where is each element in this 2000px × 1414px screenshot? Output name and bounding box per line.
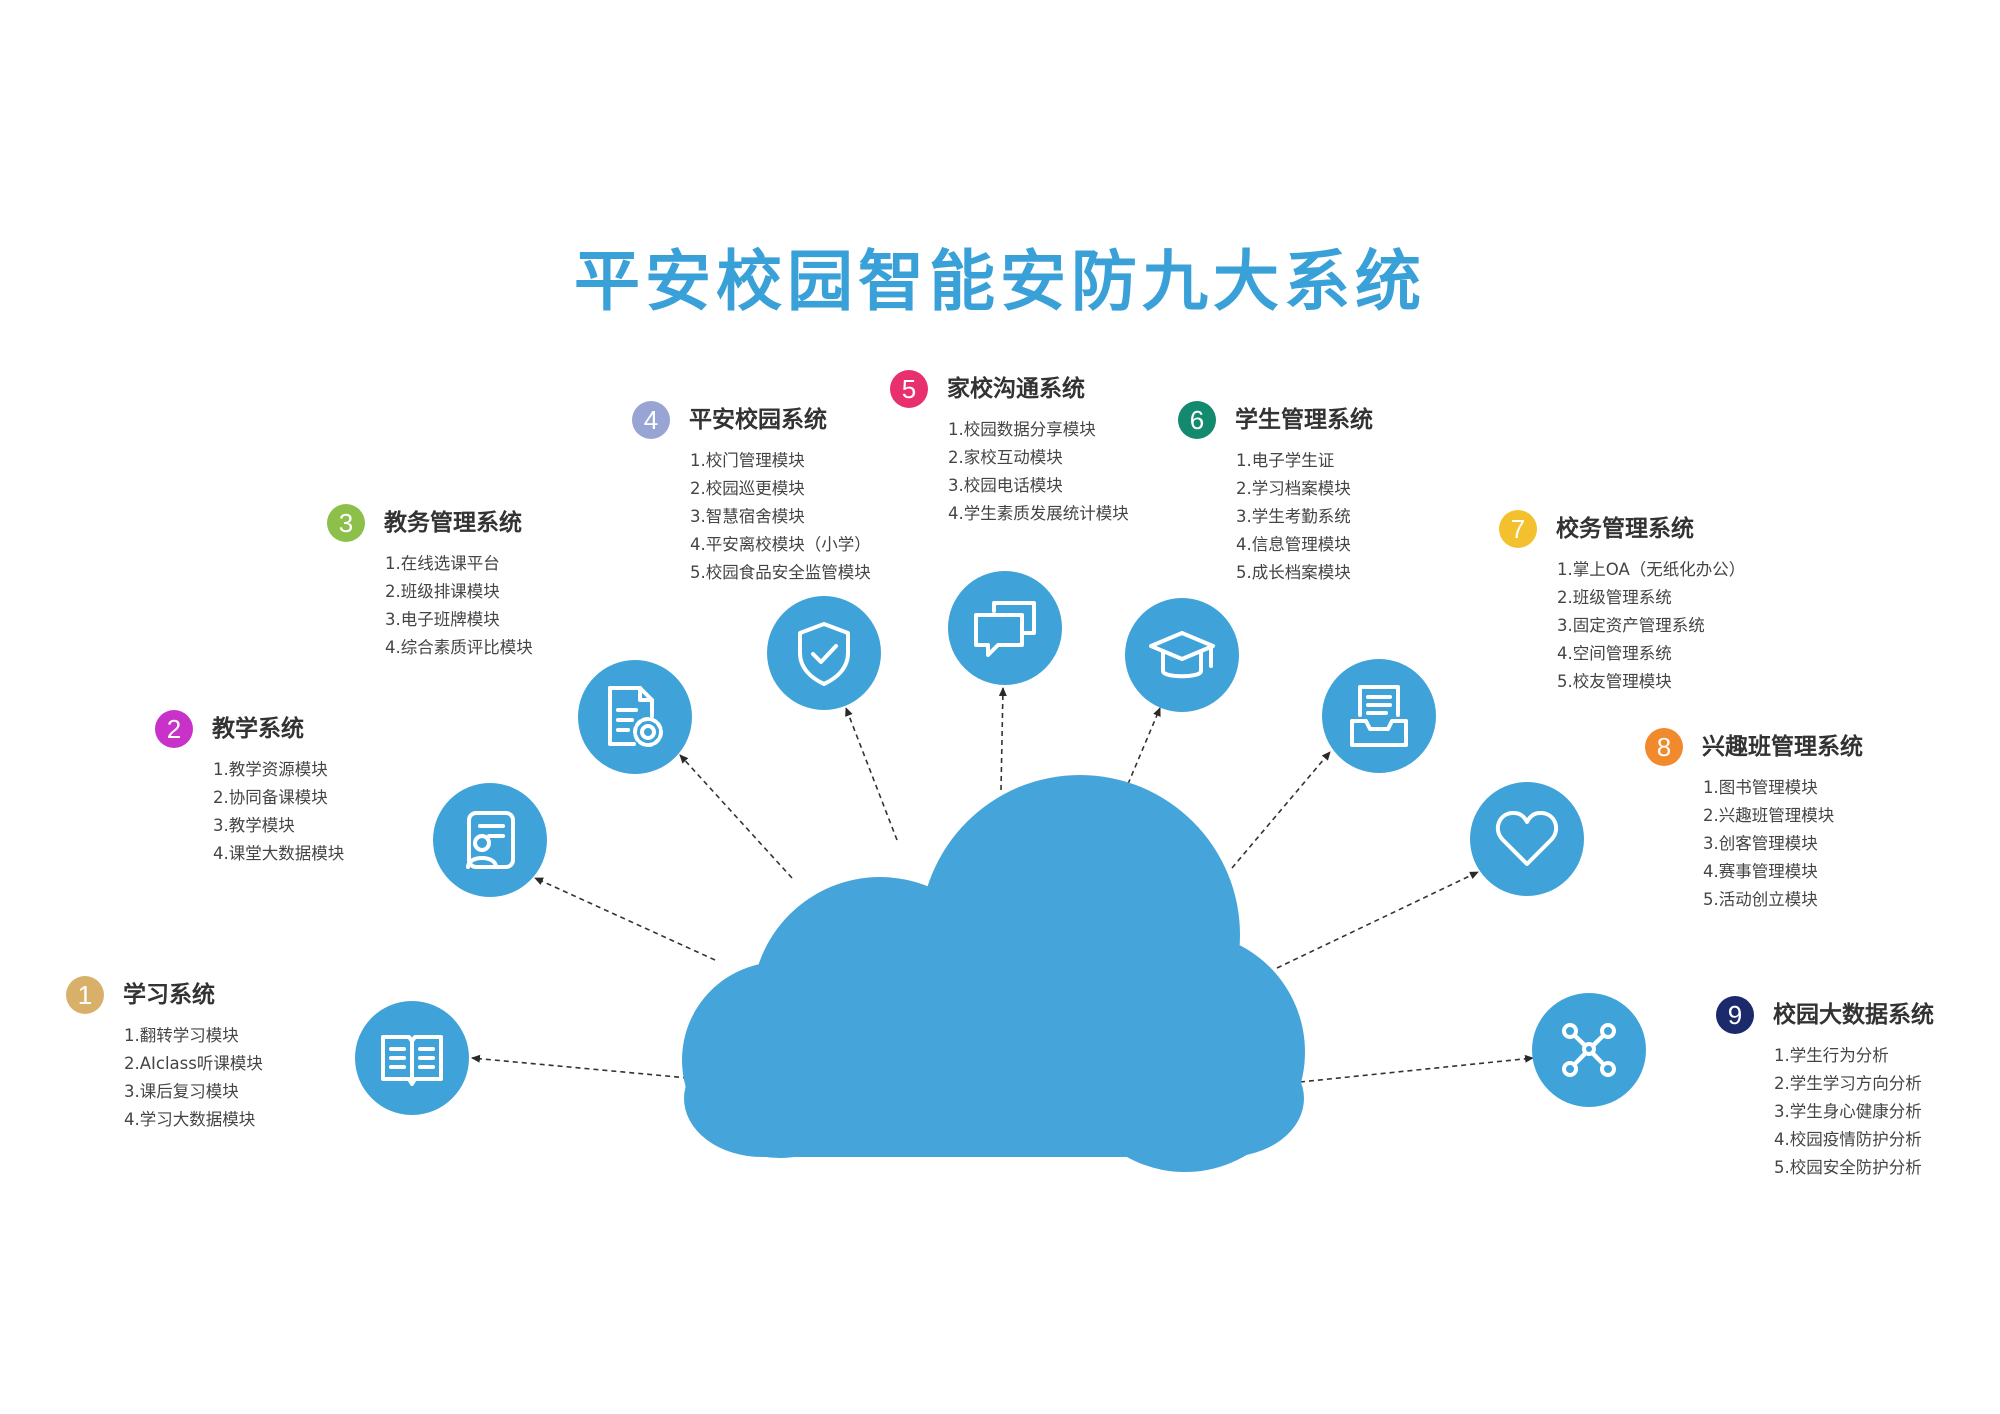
module-item: 1.电子学生证 (1236, 451, 1335, 470)
module-item: 2.班级管理系统 (1557, 588, 1672, 607)
module-item: 1.图书管理模块 (1703, 778, 1818, 797)
module-item: 1.学生行为分析 (1774, 1046, 1889, 1065)
network-nodes-icon[interactable] (1532, 993, 1646, 1107)
heart-icon[interactable] (1470, 782, 1584, 896)
graduation-cap-icon[interactable] (1125, 598, 1239, 712)
system-module-list: 1.校门管理模块 2.校园巡更模块 3.智慧宿舍模块 4.平安离校模块（小学） … (690, 447, 871, 587)
connector-arrow-6 (1127, 707, 1161, 785)
system-module-list: 1.学生行为分析 2.学生学习方向分析 3.学生身心健康分析 4.校园疫情防护分… (1774, 1042, 1922, 1182)
system-number-badge: 3 (327, 504, 365, 542)
system-number-badge: 7 (1499, 510, 1537, 548)
inbox-tray-icon[interactable] (1322, 659, 1436, 773)
system-module-list: 1.校园数据分享模块 2.家校互动模块 3.校园电话模块 4.学生素质发展统计模… (948, 416, 1129, 528)
system-number-badge: 4 (632, 401, 670, 439)
system-title: 校园大数据系统 (1773, 1002, 1934, 1028)
module-item: 1.在线选课平台 (385, 554, 500, 573)
module-item: 3.智慧宿舍模块 (690, 507, 805, 526)
system-title: 教学系统 (212, 716, 304, 742)
module-item: 3.校园电话模块 (948, 476, 1063, 495)
module-item: 5.校园安全防护分析 (1774, 1158, 1922, 1177)
module-item: 4.平安离校模块（小学） (690, 535, 871, 554)
module-item: 4.综合素质评比模块 (385, 638, 533, 657)
module-item: 2.兴趣班管理模块 (1703, 806, 1835, 825)
module-item: 5.校园食品安全监管模块 (690, 563, 871, 582)
chat-bubbles-icon[interactable] (948, 571, 1062, 685)
system-module-list: 1.翻转学习模块 2.AIclass听课模块 3.课后复习模块 4.学习大数据模… (124, 1022, 263, 1134)
module-item: 3.教学模块 (213, 816, 295, 835)
system-title: 学习系统 (123, 982, 215, 1008)
connector-arrow-2 (534, 877, 716, 961)
system-title: 家校沟通系统 (947, 376, 1085, 402)
module-item: 1.校园数据分享模块 (948, 420, 1096, 439)
module-item: 3.学生身心健康分析 (1774, 1102, 1922, 1121)
module-item: 4.赛事管理模块 (1703, 862, 1818, 881)
module-item: 5.成长档案模块 (1236, 563, 1351, 582)
system-title: 学生管理系统 (1235, 407, 1373, 433)
connector-arrow-7 (1231, 751, 1331, 869)
module-item: 1.翻转学习模块 (124, 1026, 239, 1045)
system-title: 兴趣班管理系统 (1702, 734, 1863, 760)
system-number-badge: 1 (66, 976, 104, 1014)
connector-arrow-4 (845, 707, 898, 841)
module-item: 5.校友管理模块 (1557, 672, 1672, 691)
module-item: 5.活动创立模块 (1703, 890, 1818, 909)
module-item: 3.创客管理模块 (1703, 834, 1818, 853)
module-item: 4.校园疫情防护分析 (1774, 1130, 1922, 1149)
module-item: 4.课堂大数据模块 (213, 844, 345, 863)
system-title: 校务管理系统 (1556, 516, 1694, 542)
module-item: 2.学习档案模块 (1236, 479, 1351, 498)
connector-arrow-8 (1276, 871, 1479, 969)
module-item: 1.校门管理模块 (690, 451, 805, 470)
module-item: 4.学生素质发展统计模块 (948, 504, 1129, 523)
module-item: 2.AIclass听课模块 (124, 1054, 263, 1073)
connector-arrow-9 (1299, 1054, 1534, 1083)
system-module-list: 1.掌上OA（无纸化办公） 2.班级管理系统 3.固定资产管理系统 4.空间管理… (1557, 556, 1745, 696)
system-module-list: 1.电子学生证 2.学习档案模块 3.学生考勤系统 4.信息管理模块 5.成长档… (1236, 447, 1351, 587)
connector-arrow-3 (679, 754, 793, 879)
system-number-badge: 2 (155, 710, 193, 748)
module-item: 4.信息管理模块 (1236, 535, 1351, 554)
main-title: 平安校园智能安防九大系统 (574, 243, 1426, 320)
system-number-badge: 6 (1178, 401, 1216, 439)
system-module-list: 1.教学资源模块 2.协同备课模块 3.教学模块 4.课堂大数据模块 (213, 756, 344, 868)
module-item: 4.学习大数据模块 (124, 1110, 256, 1129)
module-item: 3.学生考勤系统 (1236, 507, 1351, 526)
system-title: 教务管理系统 (384, 510, 522, 536)
module-item: 1.掌上OA（无纸化办公） (1557, 560, 1746, 579)
module-item: 1.教学资源模块 (213, 760, 328, 779)
module-item: 2.班级排课模块 (385, 582, 500, 601)
module-item: 4.空间管理系统 (1557, 644, 1672, 663)
system-title: 平安校园系统 (689, 407, 827, 433)
system-number-badge: 5 (890, 370, 928, 408)
module-item: 2.协同备课模块 (213, 788, 328, 807)
teacher-document-icon[interactable] (433, 783, 547, 897)
system-module-list: 1.图书管理模块 2.兴趣班管理模块 3.创客管理模块 4.赛事管理模块 5.活… (1703, 774, 1834, 914)
open-book-icon[interactable] (355, 1001, 469, 1115)
module-item: 2.校园巡更模块 (690, 479, 805, 498)
module-item: 3.课后复习模块 (124, 1082, 239, 1101)
system-number-badge: 9 (1716, 996, 1754, 1034)
shield-check-icon[interactable] (767, 596, 881, 710)
module-item: 2.家校互动模块 (948, 448, 1063, 467)
connector-arrow-5 (998, 687, 1007, 791)
module-item: 3.电子班牌模块 (385, 610, 500, 629)
module-item: 2.学生学习方向分析 (1774, 1074, 1922, 1093)
connector-arrow-1 (471, 1054, 689, 1079)
system-module-list: 1.在线选课平台 2.班级排课模块 3.电子班牌模块 4.综合素质评比模块 (385, 550, 533, 662)
document-gear-icon[interactable] (578, 660, 692, 774)
module-item: 3.固定资产管理系统 (1557, 616, 1705, 635)
system-number-badge: 8 (1645, 728, 1683, 766)
